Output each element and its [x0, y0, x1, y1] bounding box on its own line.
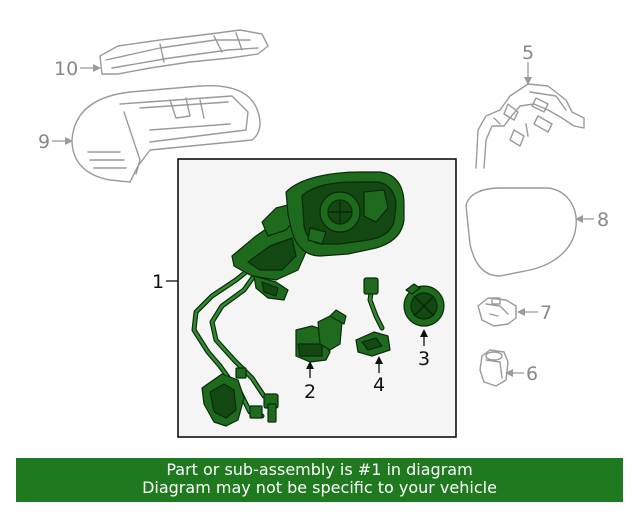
callout-10: 10 — [54, 58, 78, 80]
callout-4: 4 — [373, 374, 385, 396]
part-8-mirror-glass[interactable] — [465, 187, 577, 277]
part-6-connector[interactable] — [479, 349, 509, 387]
part-9-mirror-cover[interactable] — [71, 85, 261, 183]
part-4-harness[interactable] — [355, 277, 391, 357]
callout-6: 6 — [526, 363, 538, 385]
callout-8: 8 — [597, 209, 609, 231]
part-1-mirror-assembly[interactable] — [191, 171, 405, 427]
callout-9: 9 — [38, 131, 50, 153]
callout-5: 5 — [522, 42, 534, 64]
part-3-lamp[interactable] — [403, 283, 445, 327]
part-5-bracket[interactable] — [475, 83, 585, 169]
banner-line-2: Diagram may not be specific to your vehi… — [142, 478, 497, 497]
callout-7: 7 — [540, 302, 552, 324]
part-10-trim-strip[interactable] — [99, 29, 269, 75]
callout-3: 3 — [418, 348, 430, 370]
banner-line-1: Part or sub-assembly is #1 in diagram — [166, 460, 473, 479]
callout-2: 2 — [304, 381, 316, 403]
callout-1: 1 — [152, 271, 164, 293]
disclaimer-banner: Part or sub-assembly is #1 in diagram Di… — [16, 458, 623, 502]
part-7-clip[interactable] — [477, 297, 517, 327]
part-2-motor[interactable] — [295, 309, 347, 363]
